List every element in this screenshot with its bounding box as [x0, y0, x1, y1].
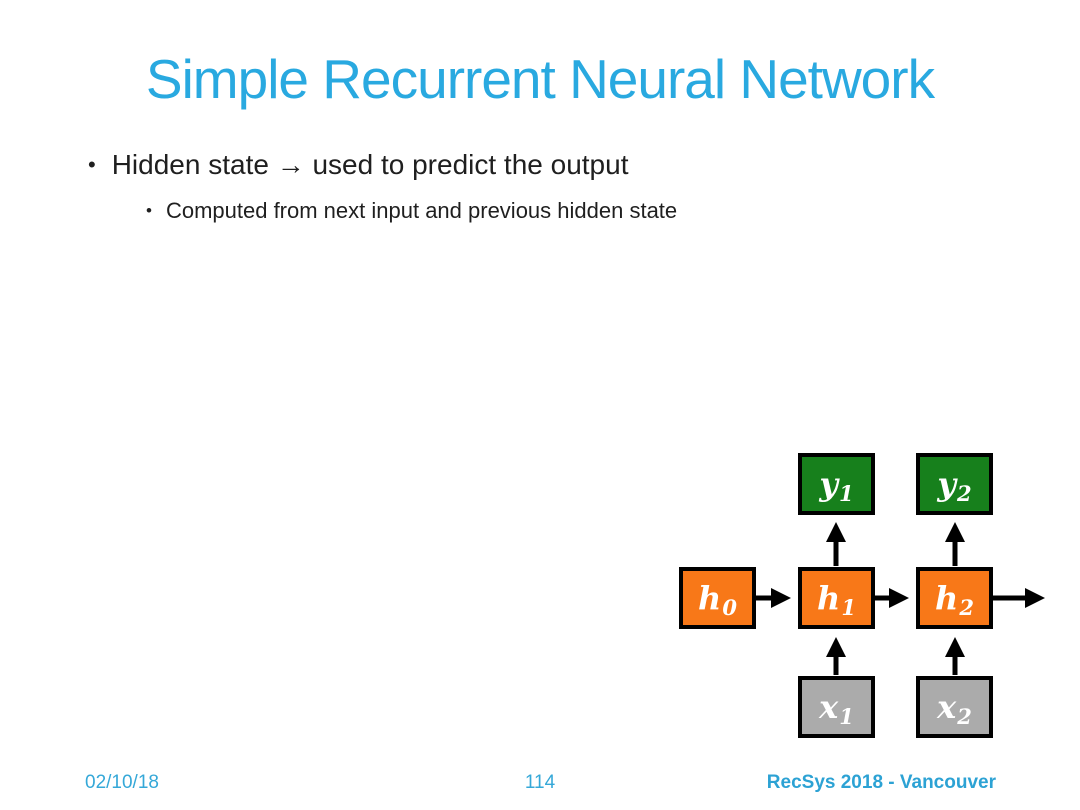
bullet-text-sub: Computed from next input and previous hi…: [165, 198, 678, 223]
node-label-subscript: 2: [959, 594, 974, 620]
node-label-subscript: 1: [841, 594, 856, 620]
bullet-list: • Hidden state → used to predict the out…: [88, 146, 677, 226]
node-label: h: [935, 579, 959, 617]
node-label-subscript: 0: [722, 594, 737, 620]
bullet-dot: •: [146, 201, 152, 220]
node-label-subscript: 2: [957, 703, 972, 729]
bullet-item-sub: • Computed from next input and previous …: [146, 196, 677, 226]
footer-conference: RecSys 2018 - Vancouver: [766, 772, 996, 793]
node-label: y: [937, 465, 956, 503]
footer-date: 02/10/18: [85, 772, 159, 793]
node-label: h: [698, 579, 722, 617]
node-label-subscript: 1: [839, 703, 854, 729]
bullet-dot: •: [88, 152, 96, 177]
node-label-subscript: 2: [956, 480, 972, 506]
node-label: h: [817, 579, 841, 617]
node-label: x: [937, 688, 957, 726]
bullet-text-main: Hidden state → used to predict the outpu…: [111, 149, 629, 180]
node-label: x: [819, 688, 839, 726]
footer-page-number: 114: [524, 772, 556, 793]
page-title: Simple Recurrent Neural Network: [145, 48, 935, 110]
node-label: y: [819, 465, 838, 503]
node-label-subscript: 1: [838, 480, 854, 506]
bullet-item-main: • Hidden state → used to predict the out…: [88, 146, 677, 184]
